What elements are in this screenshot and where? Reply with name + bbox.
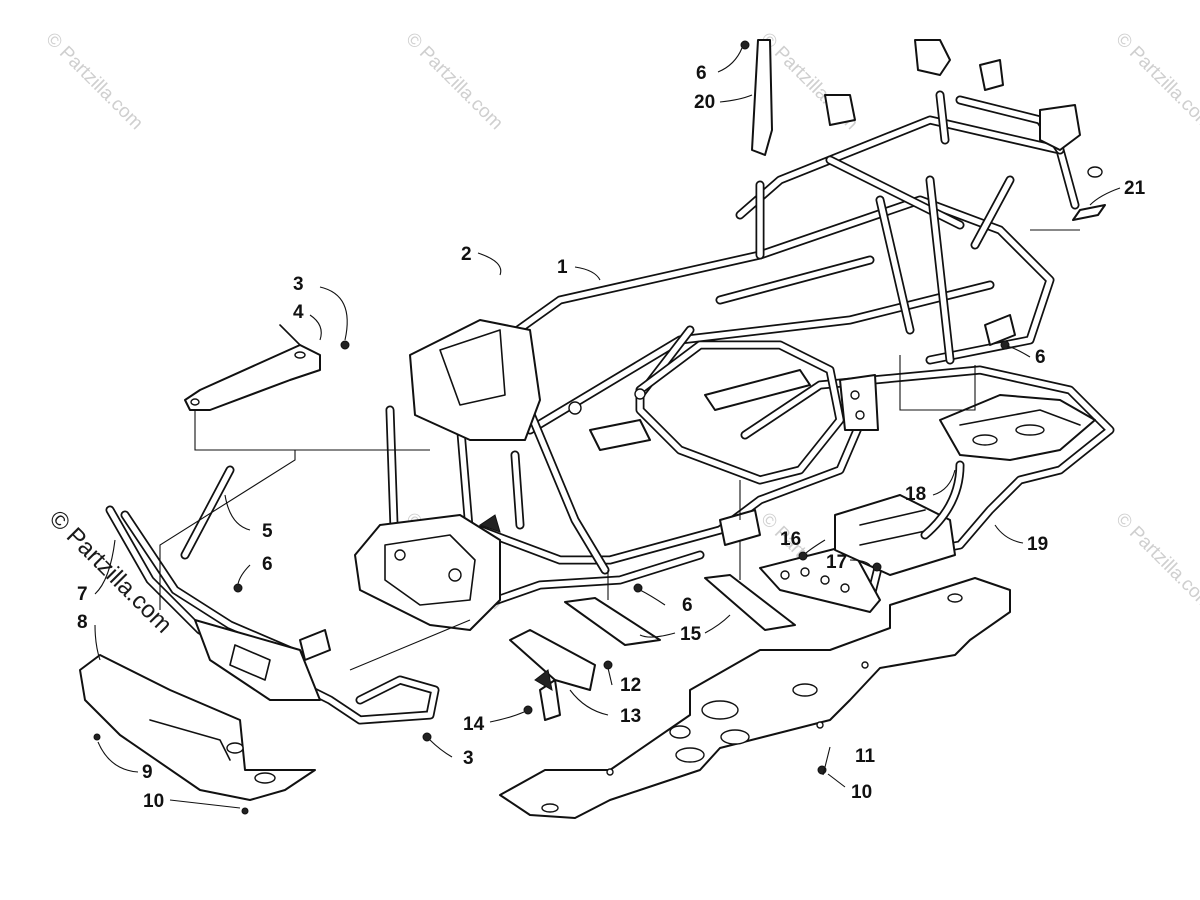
callout-9: 9	[142, 762, 153, 783]
callout-6-right: 6	[1035, 347, 1046, 368]
callout-14: 14	[463, 714, 485, 735]
screw-9	[93, 733, 101, 741]
screw-10-left	[241, 807, 249, 815]
callout-5: 5	[262, 521, 273, 542]
callout-10-left: 10	[143, 791, 164, 812]
callout-21: 21	[1124, 178, 1146, 199]
callout-11: 11	[855, 746, 876, 767]
callout-8: 8	[77, 612, 88, 633]
callout-17: 17	[826, 552, 847, 573]
callout-2: 2	[461, 244, 472, 265]
callout-15: 15	[680, 624, 702, 645]
arrow-marker-right	[534, 669, 553, 691]
callout-1: 1	[557, 257, 568, 278]
callout-19: 19	[1027, 534, 1048, 555]
callout-6-top: 6	[696, 63, 707, 84]
callout-3-bottom: 3	[463, 748, 474, 769]
spacer-strips	[564, 574, 796, 646]
callout-12: 12	[620, 675, 641, 696]
bolt-3-bottom	[422, 732, 432, 742]
callout-18: 18	[905, 484, 926, 505]
mount-bracket	[509, 629, 596, 721]
watermark-top-center: © Partzilla.com	[401, 29, 506, 134]
callout-6-center: 6	[682, 595, 693, 616]
floor-frame-right	[740, 365, 1115, 613]
skid-plate	[499, 577, 1011, 819]
nut-16	[798, 551, 808, 561]
bolt-3-top	[340, 340, 350, 350]
footrest-bracket	[834, 460, 965, 576]
decal	[1072, 204, 1106, 221]
watermark-top-left: © Partzilla.com	[41, 29, 146, 134]
watermark-top-right: © Partzilla.com	[1111, 29, 1200, 134]
callout-20: 20	[694, 92, 715, 113]
watermark-prominent: © Partzilla.com	[44, 505, 177, 638]
callout-13: 13	[620, 706, 641, 727]
callout-10-right: 10	[851, 782, 872, 803]
front-rack-bracket	[184, 324, 321, 411]
rear-rack-support	[740, 39, 773, 156]
callout-6-left: 6	[262, 554, 273, 575]
bolt-6-right	[1000, 340, 1010, 350]
callout-labels: 1 2 3 4 5 6 7 8 9 10 3 6 15 12 13 14 16 …	[77, 63, 1146, 812]
callout-4: 4	[293, 302, 304, 323]
bumper-guard	[79, 654, 316, 801]
main-frame	[354, 39, 1103, 631]
callout-7: 7	[77, 584, 88, 605]
nut-14	[523, 705, 533, 715]
bolt-6-left	[233, 583, 243, 593]
watermark-far-right: © Partzilla.com	[1111, 509, 1200, 614]
arrow-marker-left	[478, 514, 501, 533]
front-bumper	[105, 465, 440, 725]
bolt-12	[603, 660, 613, 670]
leader-lines	[94, 47, 1121, 809]
callout-3-top: 3	[293, 274, 304, 295]
callout-16: 16	[780, 529, 801, 550]
